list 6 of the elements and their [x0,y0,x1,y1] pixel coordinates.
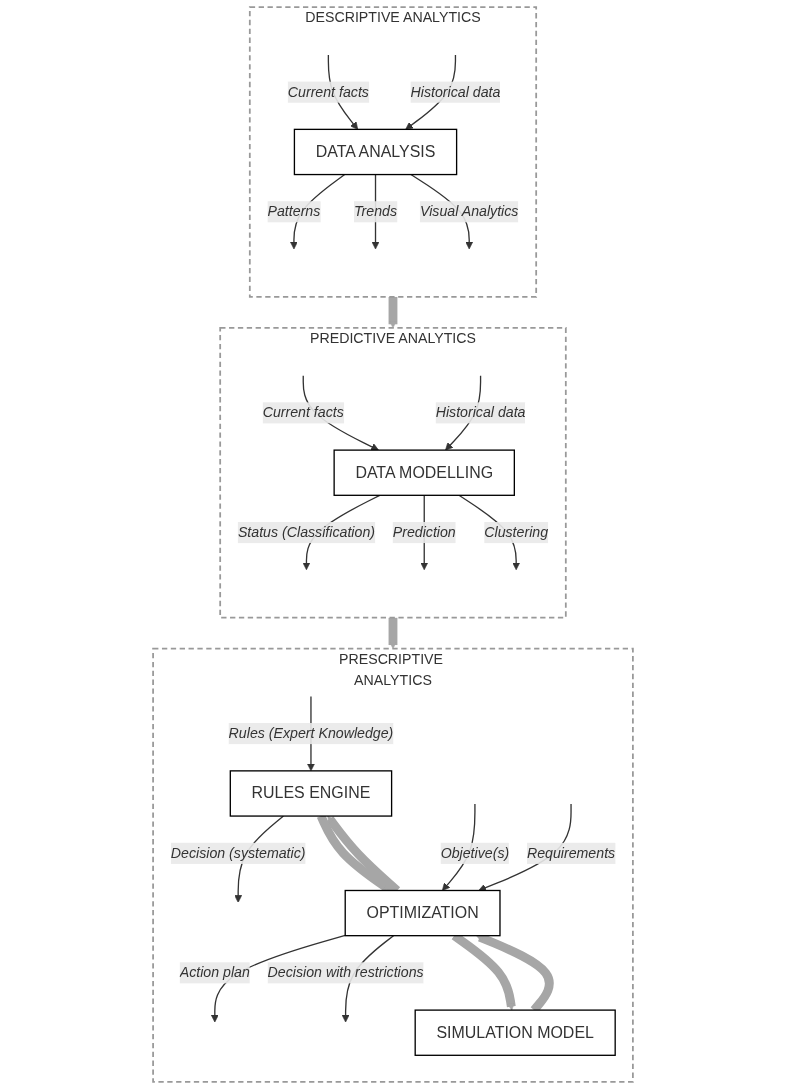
node-box: DATA ANALYSIS [293,128,457,176]
arrow [388,295,397,329]
node-box: SIMULATION MODEL [414,1009,616,1056]
node-box: OPTIMIZATION [344,889,501,937]
node-box: DATA MODELLING [332,449,515,496]
node-box: RULES ENGINE [229,770,392,817]
